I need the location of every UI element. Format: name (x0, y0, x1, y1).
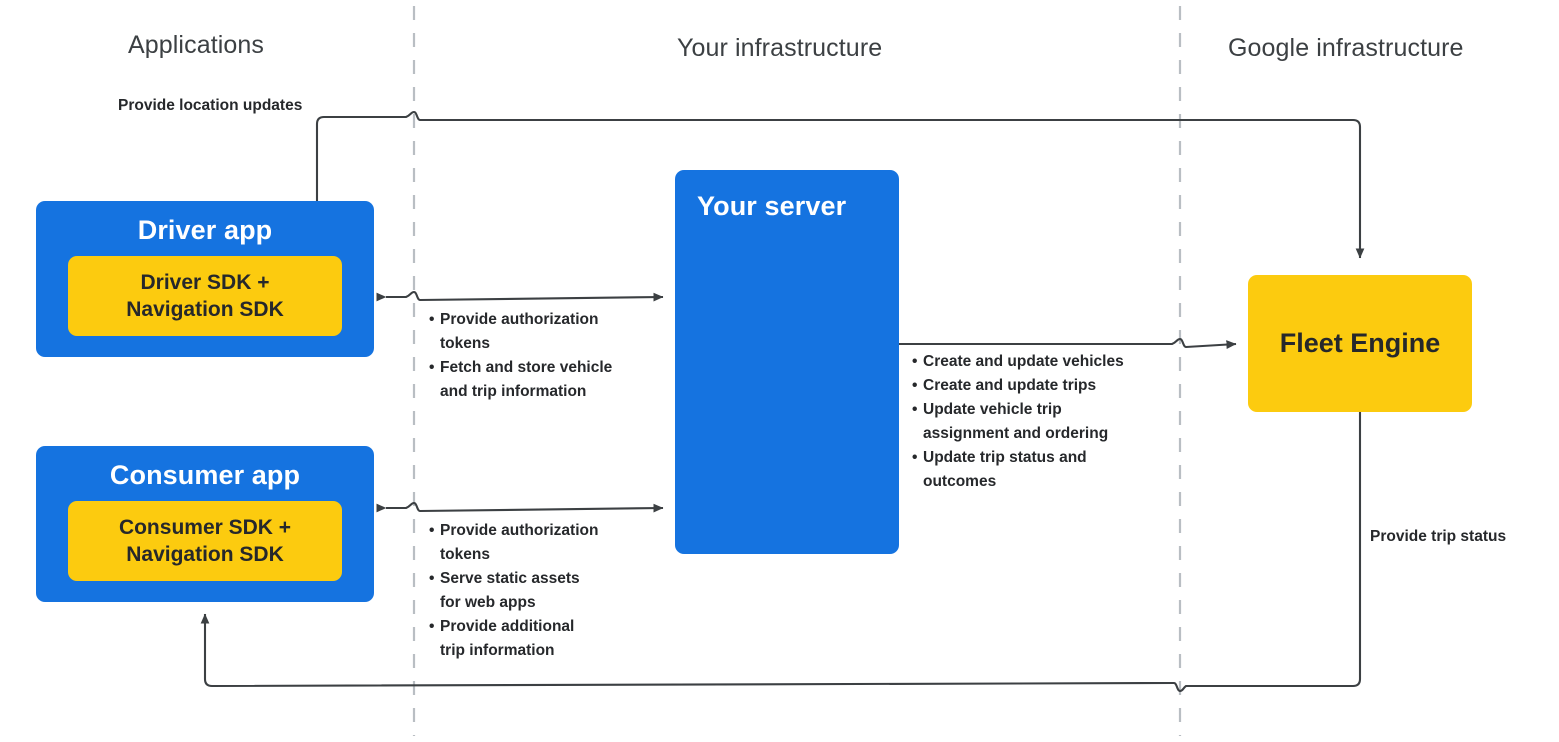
wire-server-fleet (898, 337, 1237, 349)
list-item: • Provide authorization tokens (429, 308, 669, 356)
bullet-text: Provide additional trip information (440, 618, 575, 659)
wire-driver-server (376, 290, 664, 302)
bullet-dot: • (912, 353, 918, 370)
list-item: • Update vehicle trip assignment and orde… (912, 398, 1172, 446)
list-item: • Fetch and store vehicle and trip inform… (429, 356, 669, 404)
node-driver-sdk-box[interactable]: Driver SDK + Navigation SDK (68, 256, 342, 336)
lane-title-google-infrastructure: Google infrastructure (1228, 34, 1464, 62)
node-driver-sdk-line-2: Navigation SDK (126, 298, 284, 321)
bullet-text: Provide authorization tokens (440, 522, 599, 563)
bullet-text: Provide authorization tokens (440, 311, 599, 352)
bullet-dot: • (912, 401, 918, 418)
bullet-dot: • (429, 618, 435, 635)
bullet-dot: • (429, 359, 435, 376)
bullet-dot: • (429, 311, 435, 328)
edge-label-trip-status: Provide trip status (1370, 528, 1507, 545)
node-consumer-app-title: Consumer app (109, 460, 301, 490)
bullet-text: Create and update vehicles (923, 353, 1124, 370)
node-driver-app[interactable]: Driver app Driver SDK + Navigation SDK (36, 201, 374, 357)
node-driver-sdk-line-1: Driver SDK + (140, 271, 270, 294)
bullet-text: Serve static assets for web apps (440, 570, 580, 611)
wire-consumer-server (376, 501, 664, 513)
bullet-dot: • (429, 570, 435, 587)
bullet-dot: • (912, 377, 918, 394)
node-your-server-title: Your server (697, 191, 847, 221)
node-consumer-sdk-line-2: Navigation SDK (126, 543, 284, 566)
lane-title-your-infrastructure: Your infrastructure (677, 34, 883, 62)
list-item: • Create and update trips (912, 374, 1172, 398)
bullets-consumer-server: • Provide authorization tokens • Serve sta… (429, 519, 669, 663)
list-item: • Serve static assets for web apps (429, 567, 669, 615)
bullet-dot: • (429, 522, 435, 539)
bullet-text: Fetch and store vehicle and trip informa… (440, 359, 613, 400)
node-your-server[interactable]: Your server (675, 170, 899, 554)
list-item: • Provide authorization tokens (429, 519, 669, 567)
node-consumer-sdk-box[interactable]: Consumer SDK + Navigation SDK (68, 501, 342, 581)
node-consumer-sdk-line-1: Consumer SDK + (118, 516, 292, 539)
node-fleet-engine-title: Fleet Engine (1279, 328, 1441, 358)
list-item: • Provide additional trip information (429, 615, 669, 663)
edge-label-location-updates: Provide location updates (118, 97, 303, 114)
bullet-text: Update vehicle trip assignment and order… (923, 401, 1109, 442)
list-item: • Create and update vehicles (912, 350, 1172, 374)
bullets-driver-server: • Provide authorization tokens • Fetch and… (429, 308, 669, 404)
node-fleet-engine[interactable]: Fleet Engine (1248, 275, 1472, 412)
bullets-server-fleet: • Create and update vehicles • Create and … (912, 350, 1172, 494)
bullet-text: Update trip status and outcomes (923, 449, 1087, 490)
lane-title-applications: Applications (128, 31, 265, 59)
bullet-dot: • (912, 449, 918, 466)
bullet-text: Create and update trips (923, 377, 1097, 394)
node-driver-app-title: Driver app (137, 215, 273, 245)
node-consumer-app[interactable]: Consumer app Consumer SDK + Navigation S… (36, 446, 374, 602)
list-item: • Update trip status and outcomes (912, 446, 1172, 494)
